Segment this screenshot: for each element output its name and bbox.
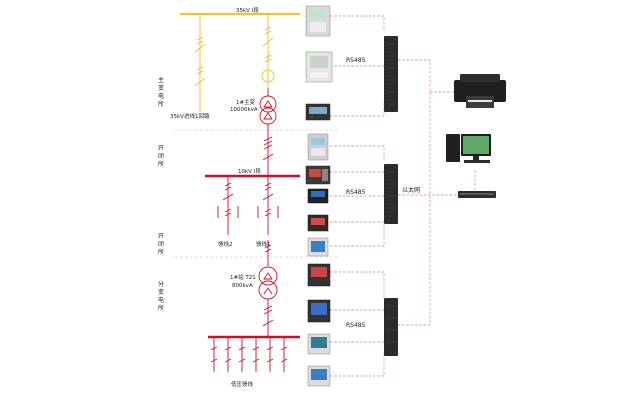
label-rs485-middle: RS485 xyxy=(346,189,366,196)
rs485-hub-bottom xyxy=(384,298,398,356)
section-dist-char-1: 分 xyxy=(158,280,164,288)
section-dist-char-2: 变 xyxy=(158,288,164,296)
multifunction-meter-icon xyxy=(305,51,333,83)
label-bus-35kv: 35kV Ⅰ段 xyxy=(236,6,259,14)
energy-meter-icon xyxy=(305,5,331,37)
label-sub-transformer: 1#站 T21 xyxy=(230,273,256,281)
section-switch-top-char-2: 闭 xyxy=(158,152,164,160)
section-main-char-2: 变 xyxy=(158,84,164,92)
section-main-char-3: 电 xyxy=(158,92,164,100)
section-switch-bottom-char-3: 所 xyxy=(158,248,164,256)
section-main-char-4: 所 xyxy=(158,100,164,108)
section-dist-char-4: 所 xyxy=(158,304,164,312)
label-rs485-bottom: RS485 xyxy=(346,322,366,329)
computer-workstation-icon xyxy=(446,134,491,163)
label-bus-10kv: 10kV Ⅰ段 xyxy=(238,167,261,175)
rs485-hub-middle xyxy=(384,164,398,224)
power-quality-analyzer-icon xyxy=(305,165,331,185)
label-main-transformer: 1#主变 xyxy=(236,98,256,106)
mv-10kv-section xyxy=(205,174,300,266)
lv-section xyxy=(208,335,300,372)
lv-meter-icon-3 xyxy=(307,333,331,355)
label-rs485-top: RS485 xyxy=(346,57,366,64)
section-switch-bottom-char-2: 闭 xyxy=(158,240,164,248)
hv-35kv-section xyxy=(180,12,300,112)
digital-meter-icon-2 xyxy=(307,214,329,232)
main-transformer xyxy=(259,88,277,175)
section-switch-bottom-char-1: 开 xyxy=(158,233,164,240)
lv-meter-icon-1 xyxy=(307,263,331,287)
printer-icon xyxy=(454,74,506,108)
rs485-hub-top xyxy=(384,36,398,112)
lv-meter-icon-2 xyxy=(307,299,331,323)
label-main-transformer-rating: 10000kvA xyxy=(230,107,258,113)
field-devices xyxy=(305,5,333,387)
panel-meter-icon xyxy=(305,103,331,121)
station-equipment xyxy=(446,74,506,198)
distribution-transformer xyxy=(258,266,278,336)
protection-relay-icon xyxy=(307,133,329,161)
round-display-meter-icon-1 xyxy=(307,237,329,257)
section-switch-top-char-1: 开 xyxy=(158,145,164,152)
diagram-labels: 35kV Ⅰ段 35kV进线1回路 1#主变 10000kvA 10kV Ⅰ段 … xyxy=(170,6,271,388)
label-feeder-1: 馈线1 xyxy=(256,240,271,248)
label-low-voltage-feeder: 低压馈线 xyxy=(231,380,254,388)
rs485-concentrators: RS485 RS485 RS485 以太网 xyxy=(346,36,420,356)
section-main-char-1: 主 xyxy=(158,76,164,84)
communication-links xyxy=(330,15,476,377)
digital-meter-icon-1 xyxy=(307,188,329,204)
label-sub-transformer-rating: 800kvA xyxy=(232,283,253,289)
ethernet-switch-icon xyxy=(458,191,496,198)
label-incoming-line: 35kV进线1回路 xyxy=(170,112,210,120)
section-separators xyxy=(175,129,340,258)
section-switch-top-char-3: 所 xyxy=(158,160,164,168)
section-dist-char-3: 电 xyxy=(158,296,164,304)
label-ethernet: 以太网 xyxy=(402,186,420,194)
lv-meter-icon-4 xyxy=(307,365,331,387)
label-feeder-2: 馈线2 xyxy=(218,240,233,248)
section-labels: 主 变 电 所 开 闭 所 开 闭 所 分 变 电 所 xyxy=(158,76,164,312)
